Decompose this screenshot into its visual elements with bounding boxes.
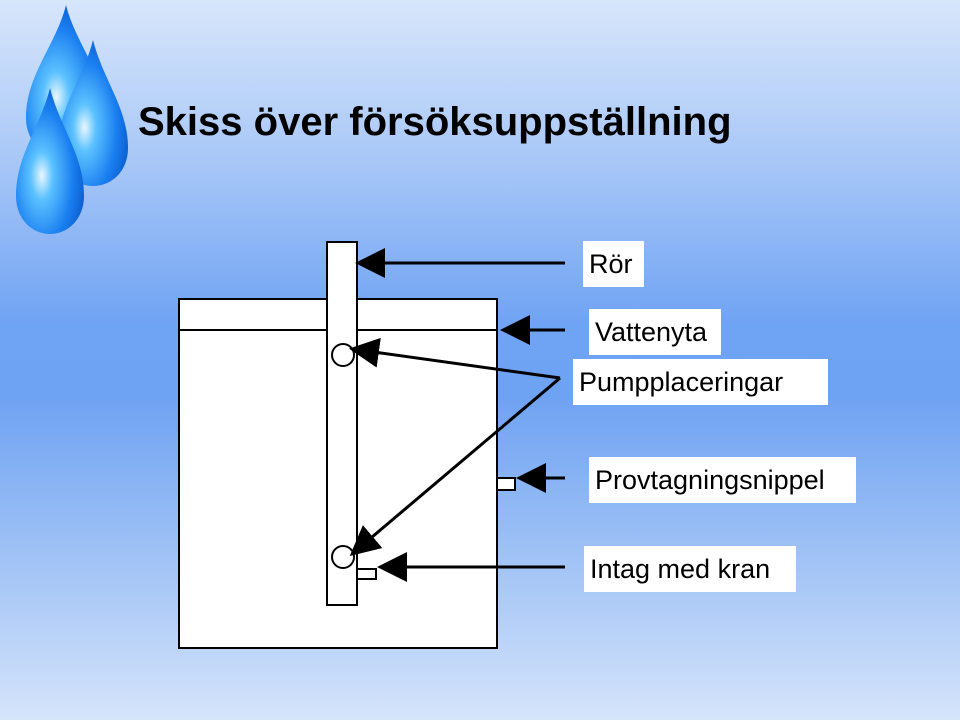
pump-position-upper xyxy=(331,343,355,367)
arrow-pump-upper xyxy=(349,337,561,380)
label-ror: Rör xyxy=(583,241,644,287)
pump-position-lower xyxy=(331,545,355,569)
water-drop-icon xyxy=(16,88,84,234)
label-pumpplaceringar: Pumpplaceringar xyxy=(573,359,828,405)
sampling-nipple xyxy=(496,477,516,491)
label-provtagningsnippel: Provtagningsnippel xyxy=(589,457,856,503)
water-drops-decoration xyxy=(16,5,128,234)
label-intag-med-kran: Intag med kran xyxy=(584,546,796,592)
label-vattenyta: Vattenyta xyxy=(589,309,721,355)
intake-tap xyxy=(356,568,377,580)
water-drop-icon xyxy=(58,40,128,186)
page-title: Skiss över försöksuppställning xyxy=(138,100,732,144)
arrow-pump-lower xyxy=(349,376,561,556)
